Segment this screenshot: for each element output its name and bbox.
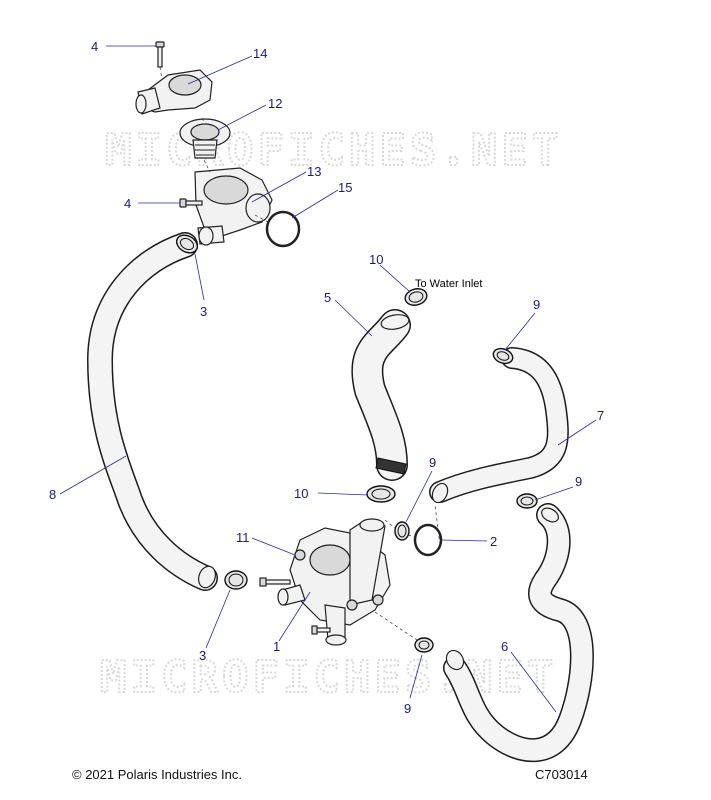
callout-10-lower: 10 [294,486,308,501]
callout-9-hose6: 9 [575,474,582,489]
clamp-hose-6-bottom [414,637,434,653]
hose-5 [351,309,411,481]
clamp-pump-outlet [366,485,396,503]
figure-code: C703014 [535,767,588,782]
clamp-pump-side [394,521,410,541]
callout-13: 13 [307,164,321,179]
callout-15: 15 [338,180,352,195]
watermark-bottom: MICROFICHES.NET [100,652,557,703]
callout-2: 2 [490,534,497,549]
thermostat [179,118,231,159]
water-pump [259,518,391,646]
hose-8 [87,232,218,591]
clamp-hose-6-top [516,493,538,509]
bolt-side [179,198,203,208]
leader-lines [59,45,597,713]
hose-7 [429,347,569,504]
thermostat-cover [135,69,213,115]
callout-8: 8 [49,487,56,502]
callout-14: 14 [253,46,267,61]
thermostat-housing [194,167,273,246]
o-ring-pump [413,523,443,557]
clamp-upper [175,234,199,254]
callout-10-upper: 10 [369,252,383,267]
callout-9-hose7: 9 [533,297,540,312]
callout-7: 7 [597,408,604,423]
assembly-lines [159,66,441,643]
callout-5: 5 [324,290,331,305]
o-ring [265,210,301,248]
clamp-lower [224,570,248,590]
water-inlet-note: To Water Inlet [415,278,482,290]
callout-1: 1 [273,639,280,654]
callout-6: 6 [501,639,508,654]
hose-6 [443,503,594,763]
clamp-water-inlet [404,288,428,306]
watermark-top: MICROFICHES.NET [105,125,562,176]
callout-3-upper: 3 [200,304,207,319]
bolt-top [155,41,165,68]
callout-12: 12 [268,96,282,111]
copyright-text: © 2021 Polaris Industries Inc. [72,767,242,782]
callout-9-pump: 9 [429,455,436,470]
callout-9-bottom: 9 [404,701,411,716]
callout-4-top: 4 [91,39,98,54]
callout-11: 11 [236,530,250,545]
callout-4-side: 4 [124,196,131,211]
callout-3-lower: 3 [199,648,206,663]
